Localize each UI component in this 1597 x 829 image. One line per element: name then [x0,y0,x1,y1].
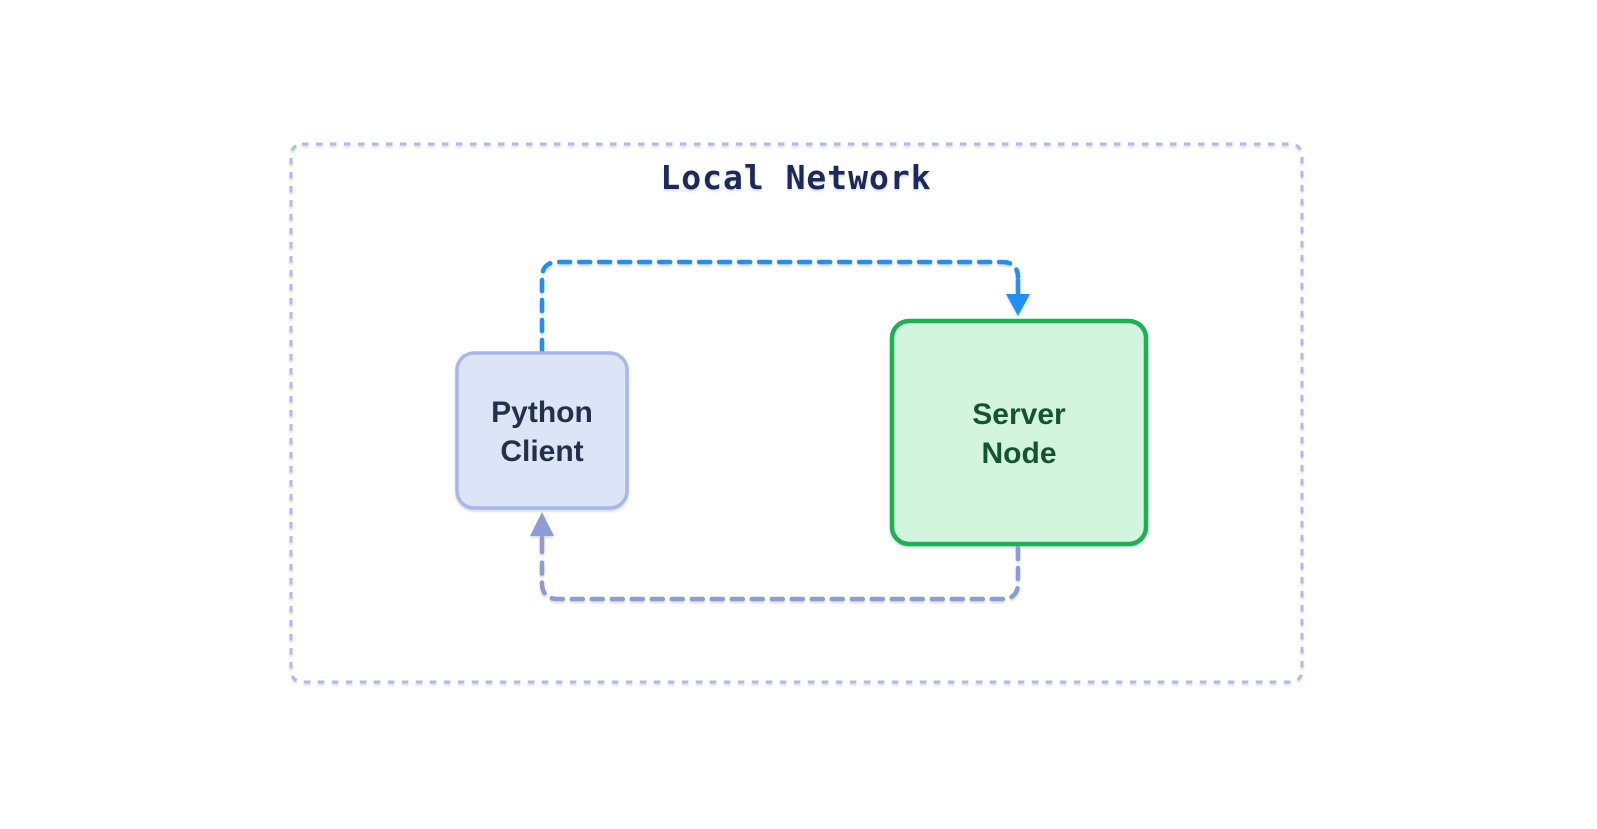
python-client-label-line2: Client [500,435,583,468]
request-arrowhead-icon [1006,294,1030,316]
request-edge [539,259,1021,354]
python-client-box [455,351,629,510]
local-network-title: Local Network [660,158,931,197]
python-client-label-line1: Python [491,396,593,429]
response-edge [539,545,1021,602]
server-node: Server Node [889,318,1149,547]
server-node-box [889,318,1149,547]
local-network-boundary [289,142,1304,684]
python-client-node: Python Client [455,351,629,510]
server-node-label-line1: Server [972,398,1066,431]
server-node-label-line2: Node [982,437,1057,470]
response-arrowhead-icon [530,512,554,536]
